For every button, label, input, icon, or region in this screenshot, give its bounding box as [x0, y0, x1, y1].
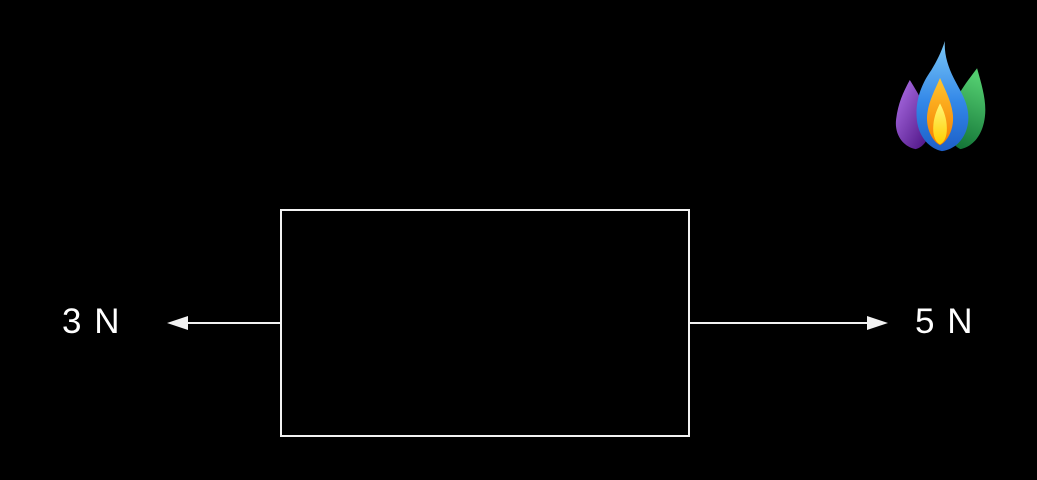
left-force-arrow: [167, 316, 281, 330]
flame-logo: [895, 40, 986, 152]
flame-yellow-core: [933, 103, 947, 145]
object-box: [280, 209, 690, 437]
right-force-label: 5 N: [915, 302, 974, 341]
right-force-arrow: [689, 316, 888, 330]
right-arrow-head: [867, 316, 888, 330]
left-force-label: 3 N: [62, 302, 121, 341]
left-arrow-head: [167, 316, 188, 330]
